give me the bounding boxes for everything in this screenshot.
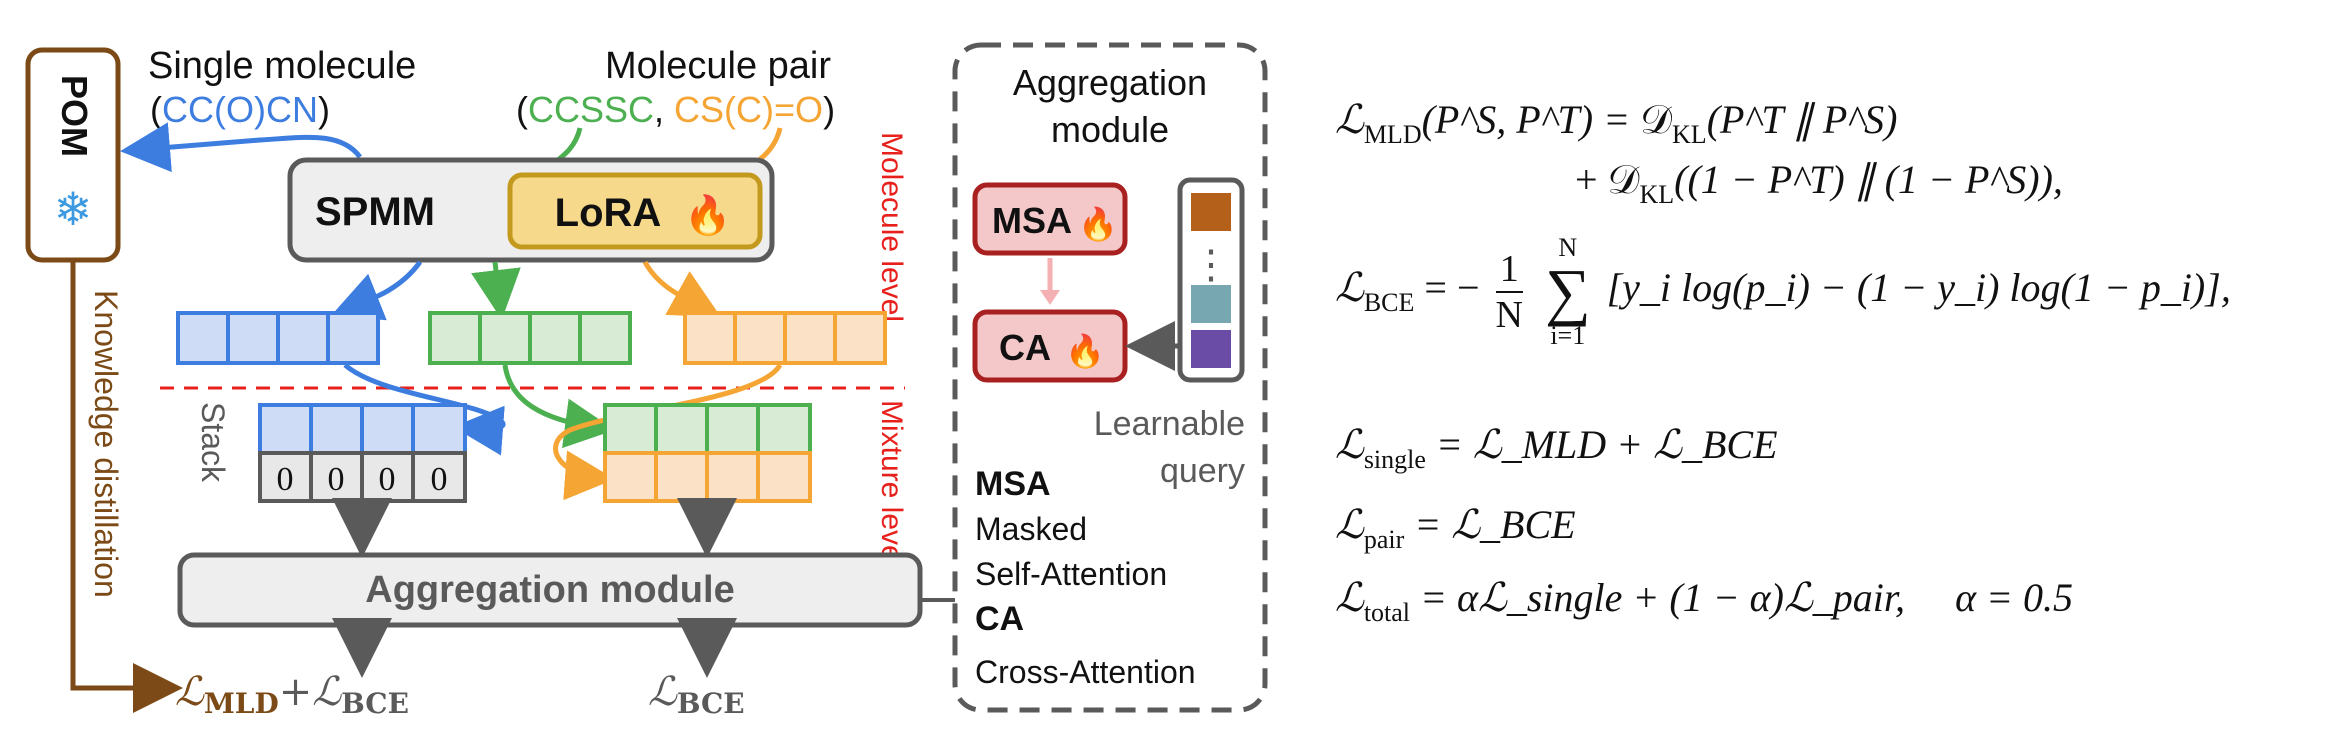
- formula-total: ℒtotal = αℒ_single + (1 − α)ℒ_pair, α = …: [1335, 575, 2074, 627]
- green-embedding: [428, 311, 632, 365]
- zero-cell: 0: [328, 461, 345, 498]
- module-title-2: module: [1051, 109, 1169, 150]
- single-molecule-title: Single molecule: [148, 45, 416, 87]
- zero-cell: 0: [431, 461, 448, 498]
- zero-cell: 0: [277, 461, 294, 498]
- kd-label: Knowledge distillation: [88, 290, 124, 598]
- pair-smiles-1: CCSSC: [528, 89, 654, 130]
- green-to-mixture-arrow: [502, 364, 615, 449]
- fire-icon: 🔥: [1078, 206, 1118, 242]
- aggregation-module-panel: [952, 42, 1268, 713]
- molecule-pair-title: Molecule pair: [605, 45, 831, 87]
- formula-mld: ℒMLD(P^S, P^T) = 𝒟KL(P^T ∥ P^S): [1335, 97, 1898, 149]
- msa-label: MSA: [992, 200, 1072, 241]
- pom-label: POM: [54, 75, 95, 157]
- query-token: [1191, 330, 1231, 368]
- msa-block: [972, 182, 1128, 256]
- molecule-pair-smiles: (CCSSC, CS(C)=O): [516, 89, 835, 130]
- legend-ca-line1: Cross-Attention: [975, 654, 1196, 690]
- spmm-to-blue-arrow: [331, 260, 423, 321]
- formula-pair: ℒpair = ℒ_BCE: [1335, 502, 1576, 554]
- pair-smiles-2: CS(C)=O: [674, 89, 823, 130]
- fire-icon: 🔥: [1065, 333, 1105, 369]
- lora-box: [507, 172, 763, 250]
- snowflake-icon: ❄: [54, 183, 93, 235]
- legend-msa-abbr: MSA: [975, 465, 1051, 503]
- learnable-label-2: query: [1160, 452, 1245, 490]
- learnable-label-1: Learnable: [1094, 405, 1245, 443]
- loss-pair: ℒBCE: [648, 669, 745, 720]
- query-token: [1191, 193, 1231, 231]
- fire-icon: 🔥: [684, 193, 731, 237]
- method-diagram: POM ❄ Knowledge distillation Single mole…: [25, 42, 1268, 720]
- orange-embedding: [683, 311, 887, 365]
- stack-label: Stack: [195, 402, 231, 483]
- spmm-to-green-arrow: [471, 261, 521, 320]
- molecule-level-label: Molecule level: [875, 132, 908, 322]
- formula-single: ℒsingle = ℒ_MLD + ℒ_BCE: [1335, 422, 1778, 474]
- msa-to-ca-arrowhead: [1040, 290, 1060, 305]
- single-to-pom-arrow: [120, 122, 363, 173]
- blue-embedding: [176, 311, 380, 365]
- loss-single: ℒMLD+ℒBCE: [175, 669, 409, 720]
- legend-msa-line1: Masked: [975, 511, 1087, 547]
- zero-cell: 0: [379, 461, 396, 498]
- aggregation-bar-label: Aggregation module: [365, 569, 734, 611]
- blue-to-stack-arrow: [343, 363, 506, 456]
- single-smiles: CC(O)CN: [162, 89, 318, 130]
- legend-ca-abbr: CA: [975, 600, 1024, 638]
- legend-msa-line2: Self-Attention: [975, 556, 1167, 592]
- pom-box: POM ❄: [25, 47, 121, 263]
- query-dots: ⋮: [1191, 243, 1231, 287]
- single-molecule-smiles: (CC(O)CN): [150, 89, 330, 130]
- module-title-1: Aggregation: [1013, 62, 1207, 103]
- aggregation-bar: [177, 552, 923, 628]
- stack-embedding: 0 0 0 0: [258, 403, 467, 503]
- query-token: [1191, 285, 1231, 323]
- ca-label: CA: [999, 327, 1051, 368]
- spmm-box: SPMM LoRA 🔥: [287, 157, 775, 263]
- pair-embedding: [603, 403, 812, 503]
- orange-to-mixture-arrow: [553, 363, 783, 501]
- lora-label: LoRA: [555, 191, 662, 235]
- mixture-level-label: Mixture level: [875, 400, 908, 568]
- formula-mld-line2: + 𝒟KL((1 − P^T) ∥ (1 − P^S)),: [1575, 157, 2063, 209]
- spmm-to-orange-arrow: [642, 260, 722, 318]
- spmm-label: SPMM: [315, 190, 435, 234]
- kd-arrow: [70, 260, 183, 713]
